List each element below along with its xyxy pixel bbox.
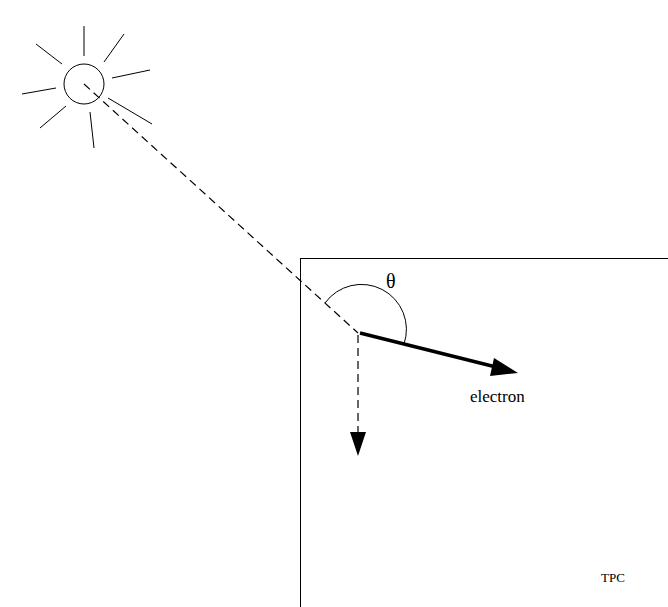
- electron-track: [360, 333, 500, 368]
- arrow-head: [350, 432, 366, 456]
- arrow-head: [490, 358, 518, 376]
- particle-label: electron: [470, 388, 525, 407]
- angle-symbol: θ: [386, 270, 396, 292]
- angle-arc: [325, 284, 406, 344]
- incoming-ray: [84, 84, 358, 333]
- detector-box: TPC: [300, 258, 668, 607]
- box-label: TPC: [601, 571, 625, 585]
- outgoing-ray: [357, 335, 358, 442]
